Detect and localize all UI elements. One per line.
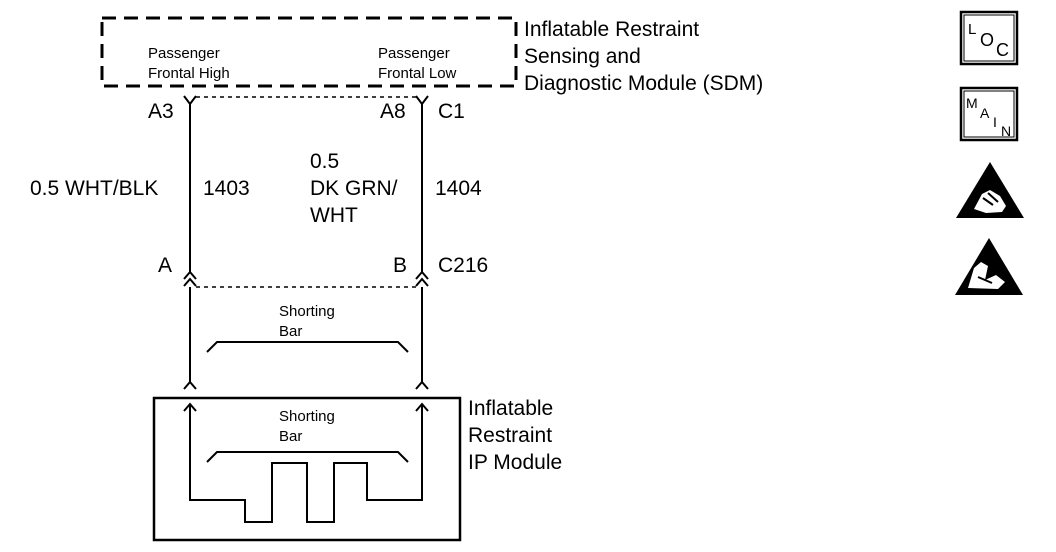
wire-right-gauge: 0.5 <box>310 150 339 173</box>
loc-icon-c: C <box>996 40 1009 60</box>
pin-label-c1: C1 <box>438 100 465 123</box>
c216-shorting-bar-line2: Bar <box>279 323 302 340</box>
main-icon[interactable]: M A I N <box>959 86 1019 142</box>
sdm-left-circuit-line2: Frontal High <box>148 65 230 82</box>
esd-sensitive-warning-icon[interactable] <box>955 238 1023 295</box>
loc-icon-o: O <box>980 30 994 50</box>
main-icon-n: N <box>1001 123 1011 139</box>
c216-pin-b-chevron-upper <box>415 270 429 280</box>
pin-label-a8: A8 <box>380 100 406 123</box>
connector-label-c216: C216 <box>438 254 488 277</box>
sdm-title-line1: Inflatable Restraint <box>524 18 699 41</box>
sdm-left-circuit-line1: Passenger <box>148 45 220 62</box>
main-icon-m: M <box>966 95 978 111</box>
pin-label-a3: A3 <box>148 100 174 123</box>
sdm-right-circuit-line1: Passenger <box>378 45 450 62</box>
ip-module-box <box>152 396 462 542</box>
ip-module-label-line3: IP Module <box>468 451 562 474</box>
c216-shorting-bar <box>206 341 409 353</box>
sdm-title-line3: Diagnostic Module (SDM) <box>524 72 763 95</box>
loc-icon-l: L <box>968 21 976 38</box>
main-icon-a: A <box>980 105 990 121</box>
ip-shorting-bar-line1: Shorting <box>279 408 335 425</box>
pin-a8-terminal <box>415 95 429 106</box>
ip-module-label-line2: Restraint <box>468 424 552 447</box>
esd-hand-warning-icon[interactable] <box>956 162 1024 218</box>
loc-icon[interactable]: L O C <box>959 10 1019 66</box>
ip-pin-a-chevron <box>183 380 197 390</box>
c216-pin-a-chevron-upper <box>183 270 197 280</box>
wire-right-color-line2: WHT <box>310 204 358 227</box>
c216-shorting-bar-line1: Shorting <box>279 303 335 320</box>
wire-right-color-line1: DK GRN/ <box>310 177 398 200</box>
wire-left-color: 0.5 WHT/BLK <box>30 177 158 200</box>
wire-right-circuit: 1404 <box>435 177 482 200</box>
pin-label-a: A <box>158 254 172 277</box>
ip-inflator-circuit <box>189 404 423 523</box>
c216-pin-b-chevron-lower <box>415 277 429 287</box>
ip-module-label-line1: Inflatable <box>468 397 553 420</box>
ip-shorting-bar-line2: Bar <box>279 428 302 445</box>
pin-a3-terminal <box>183 95 197 106</box>
ip-pin-b-chevron <box>415 380 429 390</box>
wire-left-circuit: 1403 <box>203 177 250 200</box>
ip-shorting-bar <box>206 451 409 463</box>
main-icon-i: I <box>993 114 997 130</box>
sdm-title-line2: Sensing and <box>524 45 641 68</box>
sdm-module-box <box>100 16 518 88</box>
sdm-right-circuit-line2: Frontal Low <box>378 65 457 82</box>
pin-label-b: B <box>393 254 407 277</box>
c216-pin-a-chevron-lower <box>183 277 197 287</box>
